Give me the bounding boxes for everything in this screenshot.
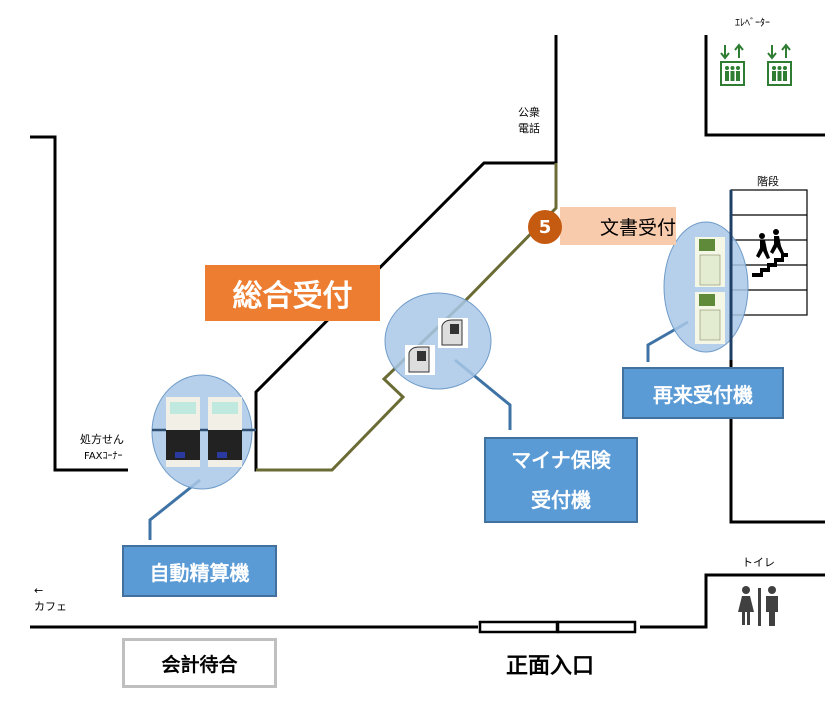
return-visit-label: 再来受付機 <box>622 367 784 419</box>
wall-elevator <box>704 35 825 137</box>
stairs-icon <box>752 229 788 277</box>
payment-machine-icon <box>166 397 242 467</box>
my-number-insurance-line2: 受付機 <box>531 488 591 512</box>
document-reception-label: 文書受付 <box>560 207 676 245</box>
guide-route <box>256 163 558 472</box>
my-number-insurance-label: マイナ保険 受付機 <box>484 437 638 523</box>
cafe-label: カフェ <box>34 600 67 613</box>
payment-waiting-label: 会計待合 <box>122 638 277 688</box>
restroom-label: トイレ <box>742 556 775 569</box>
fax-corner-label-line1: 処方せん <box>80 433 124 446</box>
wall-left <box>30 135 128 472</box>
wall-restroom <box>640 573 825 629</box>
stairs-label: 階段 <box>757 175 779 188</box>
entrance-doors <box>478 620 637 634</box>
card-reader-icon <box>405 318 468 375</box>
my-number-insurance-line1: マイナ保険 <box>511 448 611 472</box>
elevator-icon <box>720 43 792 86</box>
document-reception-text: 文書受付 <box>600 216 677 239</box>
elevator-label: ｴﾚﾍﾞｰﾀｰ <box>735 18 770 29</box>
reception-kiosk-icon <box>695 237 725 344</box>
fax-corner-label-line2: FAXｺｰﾅｰ <box>84 451 123 462</box>
main-entrance-label: 正面入口 <box>506 654 595 679</box>
auto-payment-label: 自動精算機 <box>122 545 277 597</box>
public-phone-label-line1: 公衆 <box>518 106 540 119</box>
cafe-arrow: ← <box>34 584 44 597</box>
restroom-icon <box>738 586 778 626</box>
general-reception-label: 総合受付 <box>205 265 380 321</box>
document-reception-number-badge: 5 <box>528 210 562 244</box>
public-phone-label-line2: 電話 <box>518 122 540 135</box>
